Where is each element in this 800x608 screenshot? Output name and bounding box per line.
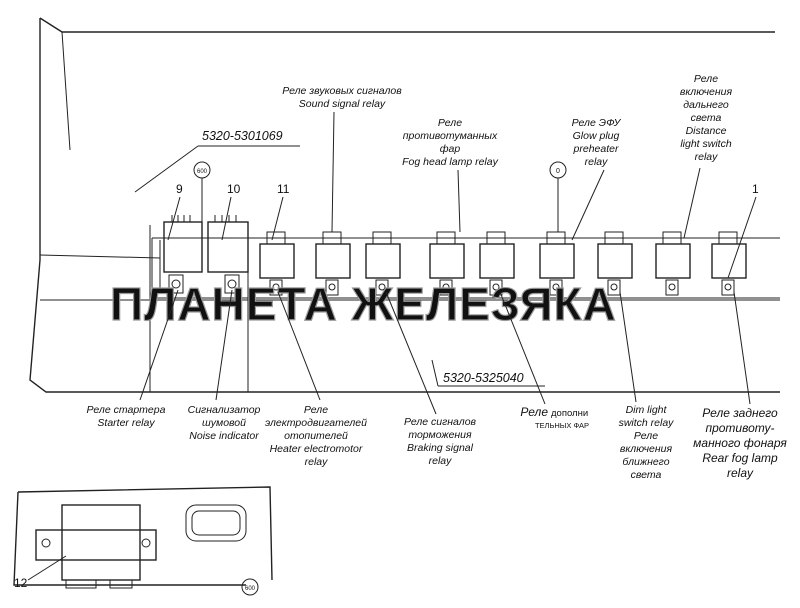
svg-text:Реле заднего: Реле заднего — [702, 406, 778, 420]
svg-text:противоту-: противоту- — [705, 421, 774, 435]
svg-text:Реле: Реле — [694, 73, 718, 85]
relay-dim-light — [597, 231, 633, 296]
relay-extra-lamps — [479, 231, 515, 296]
starter-relay — [163, 215, 203, 294]
circle-marker-3: 600 — [241, 578, 259, 596]
svg-text:Distance: Distance — [686, 125, 727, 137]
svg-text:отопителей: отопителей — [284, 430, 348, 442]
svg-text:switch relay: switch relay — [619, 417, 675, 429]
svg-text:торможения: торможения — [408, 429, 472, 441]
svg-text:противотуманных: противотуманных — [403, 130, 498, 142]
svg-text:Реле звуковых сигналов: Реле звуковых сигналов — [282, 85, 402, 97]
svg-text:света: света — [631, 469, 662, 481]
svg-text:Rear fog lamp: Rear fog lamp — [702, 451, 778, 465]
circle-marker-2: 0 — [549, 161, 567, 232]
svg-text:ТЕЛЬНЫХ ФАР: ТЕЛЬНЫХ ФАР — [535, 421, 589, 430]
relay-fog — [429, 231, 465, 296]
svg-text:preheater: preheater — [573, 143, 619, 155]
label-distance-relay: Реле включения дальнего света Distance l… — [680, 73, 733, 239]
relay-distance-light — [655, 231, 691, 296]
relay-heater — [259, 231, 295, 296]
svg-text:дальнего: дальнего — [683, 99, 729, 111]
svg-text:включения: включения — [620, 443, 673, 455]
svg-text:манного фонаря: манного фонаря — [693, 436, 787, 450]
label-sound-relay: Реле звуковых сигналов Sound signal rela… — [282, 85, 402, 233]
label-starter-relay: Реле стартера Starter relay — [87, 289, 179, 429]
svg-text:relay: relay — [585, 156, 609, 168]
circle-marker-1-text: 600 — [197, 169, 208, 175]
circle-marker-2-text: 0 — [556, 168, 560, 175]
part-number-top-text: 5320-5301069 — [202, 129, 283, 143]
relay-braking — [365, 231, 401, 296]
svg-text:light switch: light switch — [680, 138, 732, 150]
svg-text:relay: relay — [305, 456, 329, 468]
svg-text:включения: включения — [680, 86, 733, 98]
circle-marker-1: 600 — [193, 161, 211, 232]
svg-text:Sound signal relay: Sound signal relay — [299, 98, 386, 110]
svg-text:дополни: дополни — [551, 408, 588, 419]
noise-indicator — [207, 215, 249, 294]
label-noise-indicator: Сигнализатор шумовой Noise indicator — [188, 289, 261, 442]
watermark: ПЛАНЕТА ЖЕЛЕЗЯКА — [110, 278, 617, 330]
svg-text:Реле ЭФУ: Реле ЭФУ — [572, 117, 622, 129]
part-number-middle: 5320-5325040 — [431, 359, 545, 387]
relay-rear-fog — [711, 231, 747, 296]
label-heater-relay: Реле электродвигателей отопителей Heater… — [265, 291, 367, 468]
relay-glow-plug — [539, 231, 575, 296]
svg-text:ближнего: ближнего — [622, 456, 669, 468]
label-braking-relay: Реле сигналов торможения Braking signal … — [385, 291, 477, 467]
svg-text:Реле: Реле — [520, 405, 548, 419]
label-rear-fog-relay: Реле заднего противоту- манного фонаря R… — [693, 291, 787, 480]
svg-text:Dim light: Dim light — [626, 404, 668, 416]
control-unit-12: 12 — [14, 504, 157, 590]
svg-text:relay: relay — [695, 151, 719, 163]
svg-text:relay: relay — [727, 466, 754, 480]
position-9: 9 — [176, 182, 183, 196]
position-10: 10 — [227, 182, 241, 196]
label-fog-relay: Реле противотуманных фар Fog head lamp r… — [402, 117, 499, 233]
part-number-top: 5320-5301069 — [134, 129, 300, 193]
svg-text:relay: relay — [429, 455, 453, 467]
part-number-middle-text: 5320-5325040 — [443, 371, 524, 385]
svg-text:Fog head lamp relay: Fog head lamp relay — [402, 156, 498, 168]
svg-text:Noise indicator: Noise indicator — [189, 430, 259, 442]
label-glow-relay: Реле ЭФУ Glow plug preheater relay — [571, 117, 622, 241]
circle-marker-3-text: 600 — [245, 586, 256, 592]
svg-text:электродвигателей: электродвигателей — [265, 417, 367, 429]
svg-text:шумовой: шумовой — [202, 417, 246, 429]
lower-panel — [13, 486, 273, 586]
svg-text:Braking signal: Braking signal — [407, 442, 474, 454]
svg-text:света: света — [691, 112, 722, 124]
relay-sound — [315, 231, 351, 296]
position-12: 12 — [14, 576, 28, 590]
svg-text:Сигнализатор: Сигнализатор — [188, 404, 261, 416]
svg-text:Реле: Реле — [438, 117, 462, 129]
svg-text:Starter relay: Starter relay — [97, 417, 155, 429]
svg-text:фар: фар — [440, 143, 461, 155]
label-dim-light-relay: Dim light switch relay Реле включения бл… — [619, 291, 675, 481]
label-extra-lamps-relay: Реле дополни ТЕЛЬНЫХ ФАР — [499, 291, 589, 430]
svg-text:Реле: Реле — [304, 404, 328, 416]
position-11: 11 — [277, 182, 290, 196]
position-1: 1 — [752, 182, 759, 196]
svg-text:Heater electromotor: Heater electromotor — [270, 443, 363, 455]
svg-text:Реле: Реле — [634, 430, 658, 442]
svg-text:Реле сигналов: Реле сигналов — [404, 416, 477, 428]
cab-panel — [29, 17, 780, 393]
svg-text:Glow plug: Glow plug — [573, 130, 620, 142]
svg-text:Реле стартера: Реле стартера — [87, 404, 166, 416]
